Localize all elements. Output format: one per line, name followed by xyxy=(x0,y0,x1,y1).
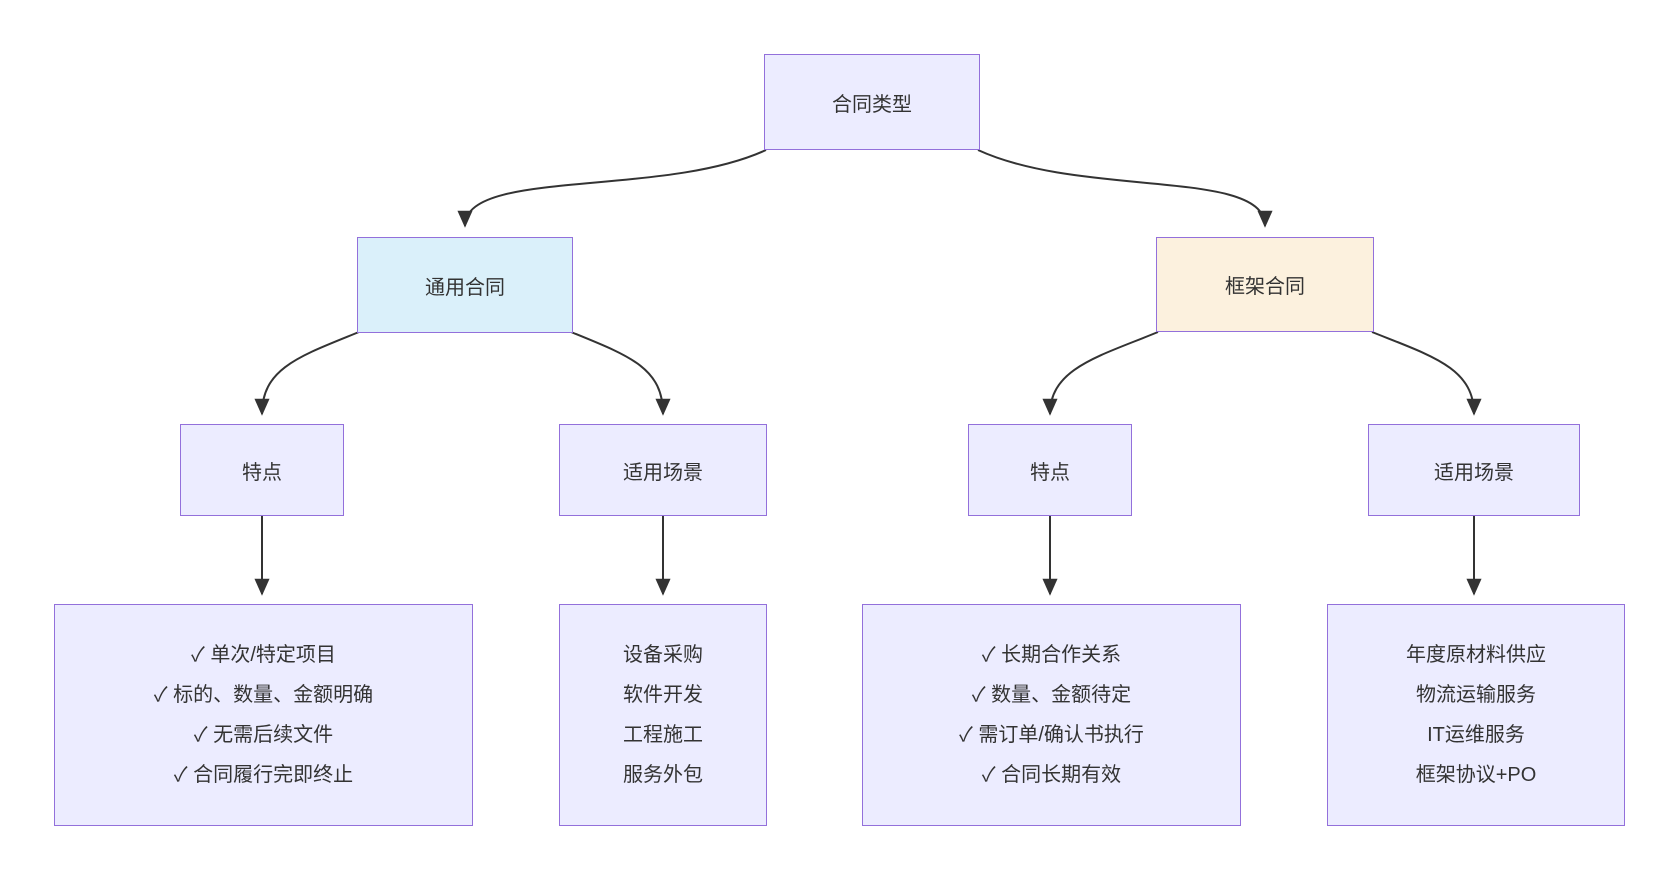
node-frame-features: 特点 xyxy=(968,424,1132,516)
node-contract-type: 合同类型 xyxy=(764,54,980,150)
node-general-features: 特点 xyxy=(180,424,344,516)
node-general-scenarios: 适用场景 xyxy=(559,424,767,516)
edge-frame-to-scenarios xyxy=(1371,331,1482,416)
edge-root-to-frame xyxy=(977,149,1273,228)
list-line: 工程施工 xyxy=(623,724,703,746)
edge-general-to-features xyxy=(254,331,360,416)
node-general-features-list: ✓ 单次/特定项目 ✓ 标的、数量、金额明确 ✓ 无需后续文件 ✓ 合同履行完即… xyxy=(54,604,473,826)
list-line: 服务外包 xyxy=(623,764,703,786)
list-line: ✓ 合同长期有效 xyxy=(981,764,1122,786)
list-line: 设备采购 xyxy=(623,644,703,666)
edge-frame-to-features xyxy=(1042,331,1159,416)
list-line: 物流运输服务 xyxy=(1416,684,1536,706)
edge-general-to-scenarios xyxy=(570,331,671,416)
node-label: 通用合同 xyxy=(425,276,505,299)
list-line: ✓ 长期合作关系 xyxy=(981,644,1122,666)
list-line: ✓ 合同履行完即终止 xyxy=(173,764,354,786)
list-line: ✓ 需订单/确认书执行 xyxy=(959,724,1144,746)
node-label: 合同类型 xyxy=(832,93,912,116)
node-frame-scenarios-list: 年度原材料供应 物流运输服务 IT运维服务 框架协议+PO xyxy=(1327,604,1625,826)
edge-root-to-general xyxy=(457,149,767,228)
list-line: ✓ 数量、金额待定 xyxy=(971,684,1132,706)
list-line: ✓ 标的、数量、金额明确 xyxy=(153,684,374,706)
list-line: 软件开发 xyxy=(623,684,703,706)
node-label: 特点 xyxy=(242,461,282,484)
list-line: 框架协议+PO xyxy=(1415,764,1537,786)
list-line: ✓ 单次/特定项目 xyxy=(191,644,336,666)
node-label: 特点 xyxy=(1030,461,1070,484)
node-frame-scenarios: 适用场景 xyxy=(1368,424,1580,516)
node-general-contract: 通用合同 xyxy=(357,237,573,333)
list-line: ✓ 无需后续文件 xyxy=(193,724,334,746)
node-label: 适用场景 xyxy=(1434,461,1514,484)
list-line: 年度原材料供应 xyxy=(1406,644,1546,666)
node-frame-contract: 框架合同 xyxy=(1156,237,1374,332)
node-general-scenarios-list: 设备采购 软件开发 工程施工 服务外包 xyxy=(559,604,767,826)
list-line: IT运维服务 xyxy=(1427,724,1525,746)
node-label: 框架合同 xyxy=(1225,276,1305,298)
node-frame-features-list: ✓ 长期合作关系 ✓ 数量、金额待定 ✓ 需订单/确认书执行 ✓ 合同长期有效 xyxy=(862,604,1241,826)
node-label: 适用场景 xyxy=(623,461,703,484)
